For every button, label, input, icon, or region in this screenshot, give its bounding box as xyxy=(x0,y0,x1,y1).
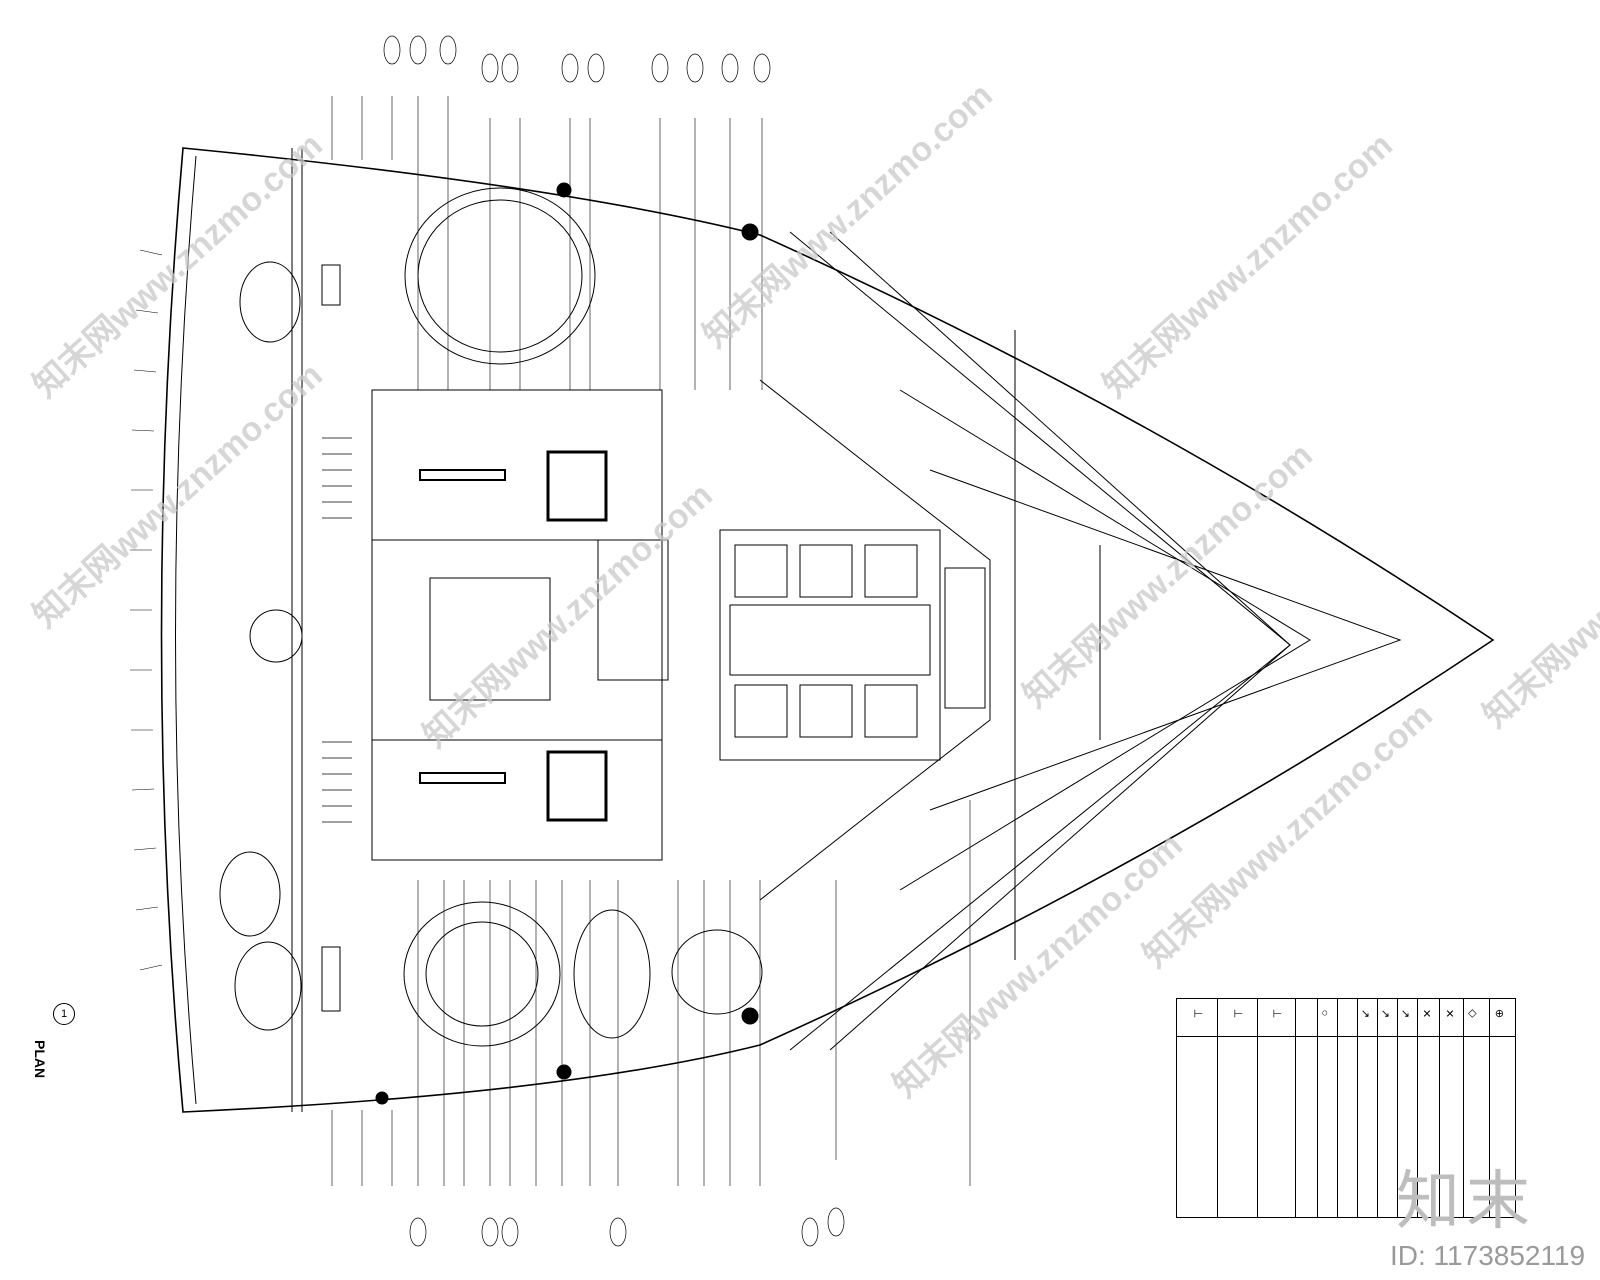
plan-title: PLAN xyxy=(32,1040,48,1079)
brand-logo: 知末 xyxy=(1396,1165,1536,1239)
legend-symbol: ◇ xyxy=(1466,1009,1479,1018)
legend-table: ⊕ ◇ ✕ ✕ ↗ ↗ ↗ ○ ⊥ ⊥ ⊥ xyxy=(1176,998,1516,1218)
legend-symbol: ↗ xyxy=(1359,1008,1372,1019)
legend-symbol: ↗ xyxy=(1399,1008,1412,1019)
legend-symbol: ⊥ xyxy=(1270,1008,1283,1019)
legend-symbol: ⊥ xyxy=(1231,1008,1244,1019)
legend-symbol: ✕ xyxy=(1443,1008,1456,1019)
legend-symbol: ○ xyxy=(1318,1009,1331,1017)
legend-symbol: ⊕ xyxy=(1493,1008,1506,1019)
legend-header xyxy=(1177,999,1515,1037)
legend-symbol: ⊥ xyxy=(1191,1008,1204,1019)
image-id-label: ID: 1173852119 xyxy=(1390,1240,1586,1271)
legend-symbol: ↗ xyxy=(1379,1008,1392,1019)
plan-number-bubble: 1 xyxy=(53,1003,75,1025)
legend-symbol: ✕ xyxy=(1420,1008,1433,1019)
